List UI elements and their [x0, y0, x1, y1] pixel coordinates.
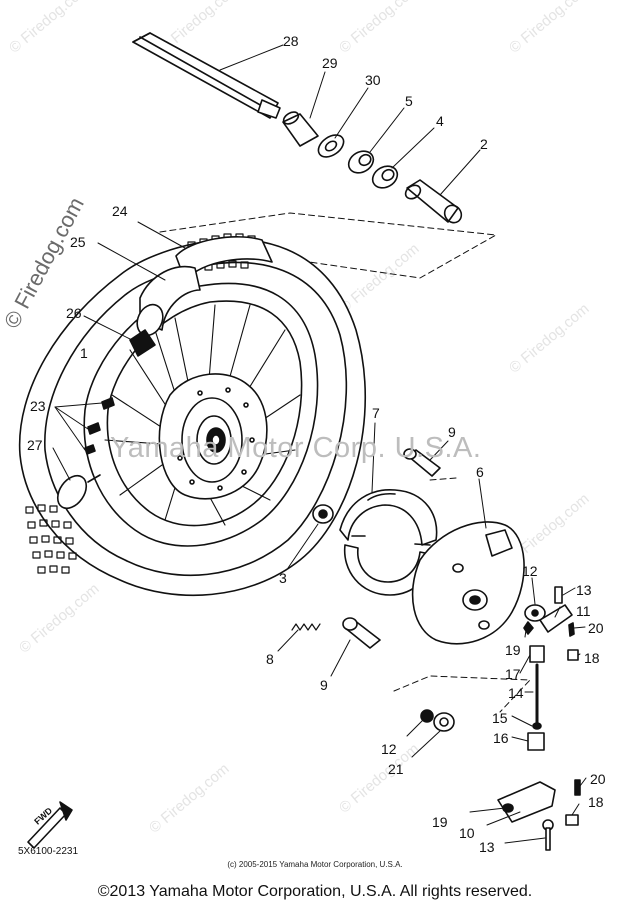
- bearing-4-part: [371, 165, 399, 189]
- callout-labels: 28 29 30 5 4 2 24 25 26 1 23 27 7 9 6 3 …: [27, 33, 606, 855]
- bearing-5-part: [347, 150, 375, 174]
- callout-4: 4: [436, 113, 444, 129]
- copyright-small: (c) 2005-2015 Yamaha Motor Corporation, …: [227, 860, 403, 869]
- callout-21: 21: [388, 761, 404, 777]
- nipple-part: [84, 397, 115, 455]
- callout-10: 10: [459, 825, 475, 841]
- oil-seal-part: [317, 134, 345, 158]
- callout-1: 1: [80, 345, 88, 361]
- callout-18: 18: [584, 650, 600, 666]
- axle-part: [132, 32, 281, 119]
- callout-30: 30: [365, 72, 381, 88]
- callout-23: 23: [30, 398, 46, 414]
- callout-19: 19: [432, 814, 448, 830]
- cam-lever-part: [420, 586, 581, 851]
- callout-24: 24: [112, 203, 128, 219]
- callout-8: 8: [266, 651, 274, 667]
- bolt-part: [342, 448, 441, 649]
- callout-19: 19: [505, 642, 521, 658]
- callout-26: 26: [66, 305, 82, 321]
- fwd-arrow-icon: [27, 801, 73, 849]
- callout-9: 9: [448, 424, 456, 440]
- callout-28: 28: [283, 33, 299, 49]
- callout-27: 27: [27, 437, 43, 453]
- callout-15: 15: [492, 710, 508, 726]
- tube-part: [129, 236, 273, 357]
- callout-13: 13: [479, 839, 495, 855]
- callout-17: 17: [505, 666, 521, 682]
- rim-part: [83, 282, 319, 547]
- callout-2: 2: [480, 136, 488, 152]
- spring-part: [291, 623, 321, 631]
- callout-7: 7: [372, 405, 380, 421]
- catalog-code: 5X6100-2231: [18, 846, 79, 857]
- brake-plate-part: [411, 521, 525, 645]
- hub-seal-part: [312, 504, 334, 524]
- callout-12: 12: [381, 741, 397, 757]
- hub-part: [158, 373, 268, 500]
- callout-18: 18: [588, 794, 604, 810]
- copyright-notice: ©2013 Yamaha Motor Corporation, U.S.A. A…: [97, 883, 533, 900]
- valve-part: [56, 474, 101, 510]
- callout-13: 13: [576, 582, 592, 598]
- callout-11: 11: [576, 603, 591, 619]
- callout-14: 14: [508, 685, 524, 701]
- callout-9: 9: [320, 677, 328, 693]
- callout-29: 29: [322, 55, 338, 71]
- callout-3: 3: [279, 570, 287, 586]
- callout-25: 25: [70, 234, 86, 250]
- callout-20: 20: [590, 771, 606, 787]
- callout-20: 20: [588, 620, 604, 636]
- collar-part: [282, 111, 319, 147]
- manufacturer-watermark: Yamaha Motor Corp. U.S.A.: [110, 432, 482, 464]
- spacer-part: [404, 179, 463, 224]
- callout-16: 16: [493, 730, 509, 746]
- callout-12: 12: [522, 563, 538, 579]
- callout-6: 6: [476, 464, 484, 480]
- callout-5: 5: [405, 93, 413, 109]
